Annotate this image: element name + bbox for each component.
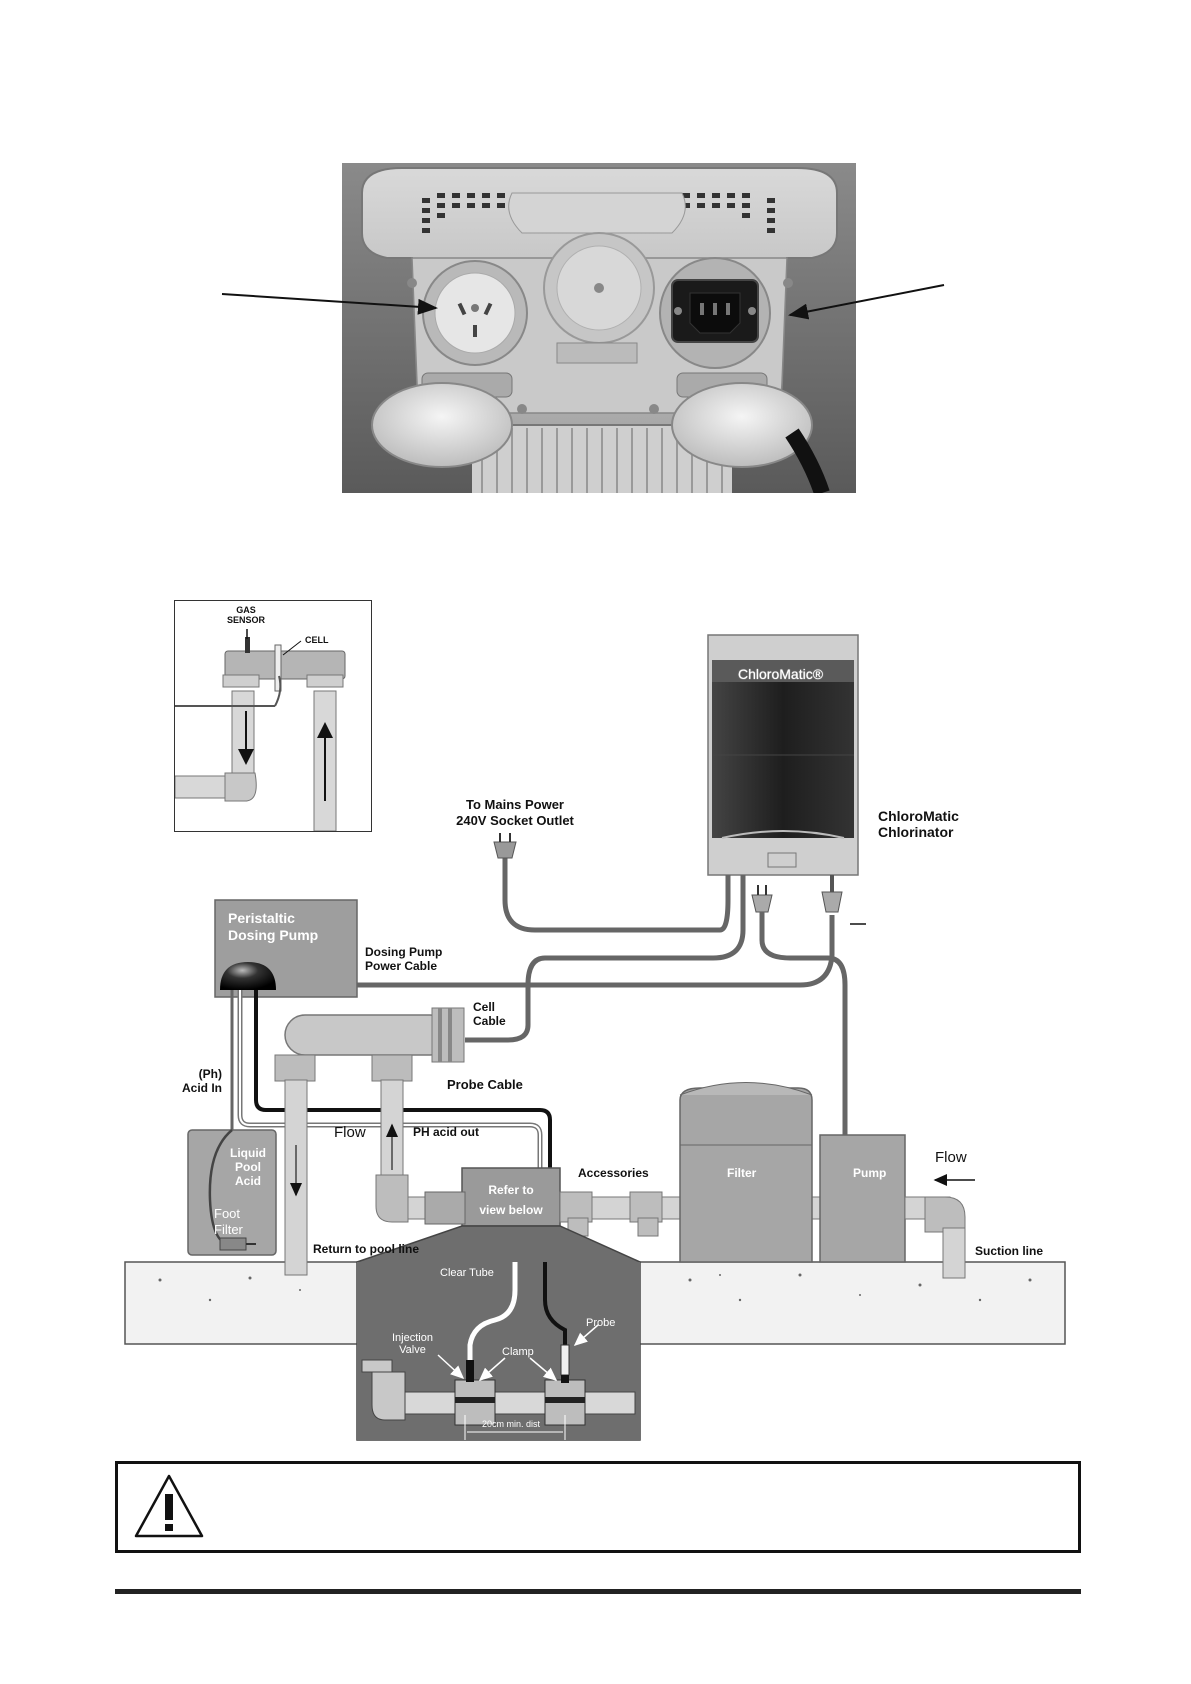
cell-cable-label-line1: Cell — [473, 1000, 496, 1014]
chlorinator-power-plug — [751, 885, 773, 913]
mains-power-label: To Mains Power 240V Socket Outlet — [450, 797, 580, 829]
injection-valve-label-line2: Valve — [399, 1344, 426, 1356]
clamp-label: Clamp — [502, 1346, 534, 1358]
acid-container-label: Liquid Pool Acid — [230, 1146, 266, 1188]
acid-in-label-line1: (Ph) — [198, 1067, 222, 1081]
gas-sensor-label-line1: GAS — [236, 605, 256, 615]
injection-valve-label-line1: Injection — [392, 1332, 433, 1344]
dosing-pump-power-cable — [355, 915, 835, 988]
gas-sensor-label: GAS SENSOR — [227, 605, 265, 625]
probe-cable-label: Probe Cable — [447, 1077, 523, 1092]
footer-rule — [115, 1589, 1081, 1594]
pump-label: Pump — [853, 1166, 887, 1180]
elbow-left — [375, 1174, 409, 1223]
device-photo-illustration — [342, 163, 856, 493]
mains-power-label-line2: 240V Socket Outlet — [456, 813, 574, 828]
foot-filter-label-line2: Filter — [214, 1222, 243, 1237]
cell-label: CELL — [305, 635, 329, 645]
elbow-right — [924, 1196, 966, 1233]
pump-power-cable — [759, 912, 848, 1140]
foot-filter-label-line1: Foot — [214, 1206, 241, 1221]
inlet-pointer-arrow — [788, 284, 945, 320]
refer-box-label-line1: Refer to — [488, 1183, 534, 1197]
acid-container-label-line3: Acid — [234, 1174, 261, 1188]
probe-label: Probe — [586, 1317, 616, 1329]
installation-diagram — [124, 634, 1066, 1441]
acid-container — [187, 1129, 277, 1256]
injection-valve-label: Injection Valve — [392, 1332, 433, 1356]
cell-cable-label: Cell Cable — [473, 1000, 506, 1028]
suction-line-label: Suction line — [975, 1244, 1044, 1258]
chlorinator-label-line1: ChloroMatic — [878, 808, 959, 824]
ph-acid-out-label: PH acid out — [413, 1125, 480, 1139]
chlorinator-label-line2: Chlorinator — [878, 824, 954, 840]
dosing-pump-socket — [821, 875, 843, 913]
mains-plug — [493, 833, 517, 859]
dosing-pump-power-label-line2: Power Cable — [365, 959, 438, 973]
dosing-pump-label-line2: Dosing Pump — [228, 927, 319, 943]
ground-speckles — [158, 1273, 1032, 1302]
warning-box — [115, 1461, 1081, 1553]
chlorinator-label: ChloroMatic Chlorinator — [878, 808, 959, 840]
refer-box-label-line2: view below — [479, 1203, 543, 1217]
flow-left-label: Flow — [334, 1124, 366, 1141]
filter — [679, 1082, 813, 1263]
accessories-label: Accessories — [578, 1166, 649, 1180]
mains-cable — [502, 858, 731, 933]
dosing-pump — [214, 899, 358, 998]
gas-sensor-label-line2: SENSOR — [227, 615, 266, 625]
detail-view — [356, 1225, 641, 1441]
gas-sensor-inset: GAS SENSOR CELL — [174, 600, 372, 832]
cell-cable — [465, 875, 746, 1043]
device-photo — [342, 163, 856, 493]
dosing-pump-label-line1: Peristaltic — [228, 910, 295, 926]
acid-in-label-line2: Acid In — [181, 1081, 222, 1095]
cell-cable-label-line2: Cable — [473, 1014, 506, 1028]
refer-box-label: Refer to view below — [464, 1180, 558, 1220]
photo-pointer-arrows — [221, 284, 945, 320]
pump — [819, 1134, 906, 1263]
foot-filter-label: Foot Filter — [214, 1206, 243, 1238]
chlorinator-unit — [707, 634, 859, 876]
acid-container-label-line2: Pool — [235, 1160, 261, 1174]
socket-pointer-arrow — [221, 293, 438, 315]
acid-container-label-line1: Liquid — [230, 1146, 266, 1160]
filter-label: Filter — [727, 1166, 757, 1180]
acid-in-label: (Ph) Acid In — [178, 1067, 222, 1095]
clear-tube-label: Clear Tube — [440, 1267, 494, 1279]
chlorinator-cell — [274, 1007, 465, 1082]
chloromatic-logo: ChloroMatic® — [738, 666, 824, 682]
dosing-pump-label: Peristaltic Dosing Pump — [228, 910, 318, 944]
min-distance-label: 20cm min. dist — [482, 1419, 541, 1429]
mains-power-label-line1: To Mains Power — [466, 797, 564, 812]
dosing-pump-power-cable-label: Dosing Pump Power Cable — [365, 945, 442, 973]
warning-icon — [134, 1474, 204, 1538]
inset-illustration — [175, 629, 346, 831]
return-line-label: Return to pool line — [313, 1242, 419, 1256]
flow-right-label: Flow — [935, 1149, 967, 1166]
dosing-pump-power-label-line1: Dosing Pump — [365, 945, 443, 959]
